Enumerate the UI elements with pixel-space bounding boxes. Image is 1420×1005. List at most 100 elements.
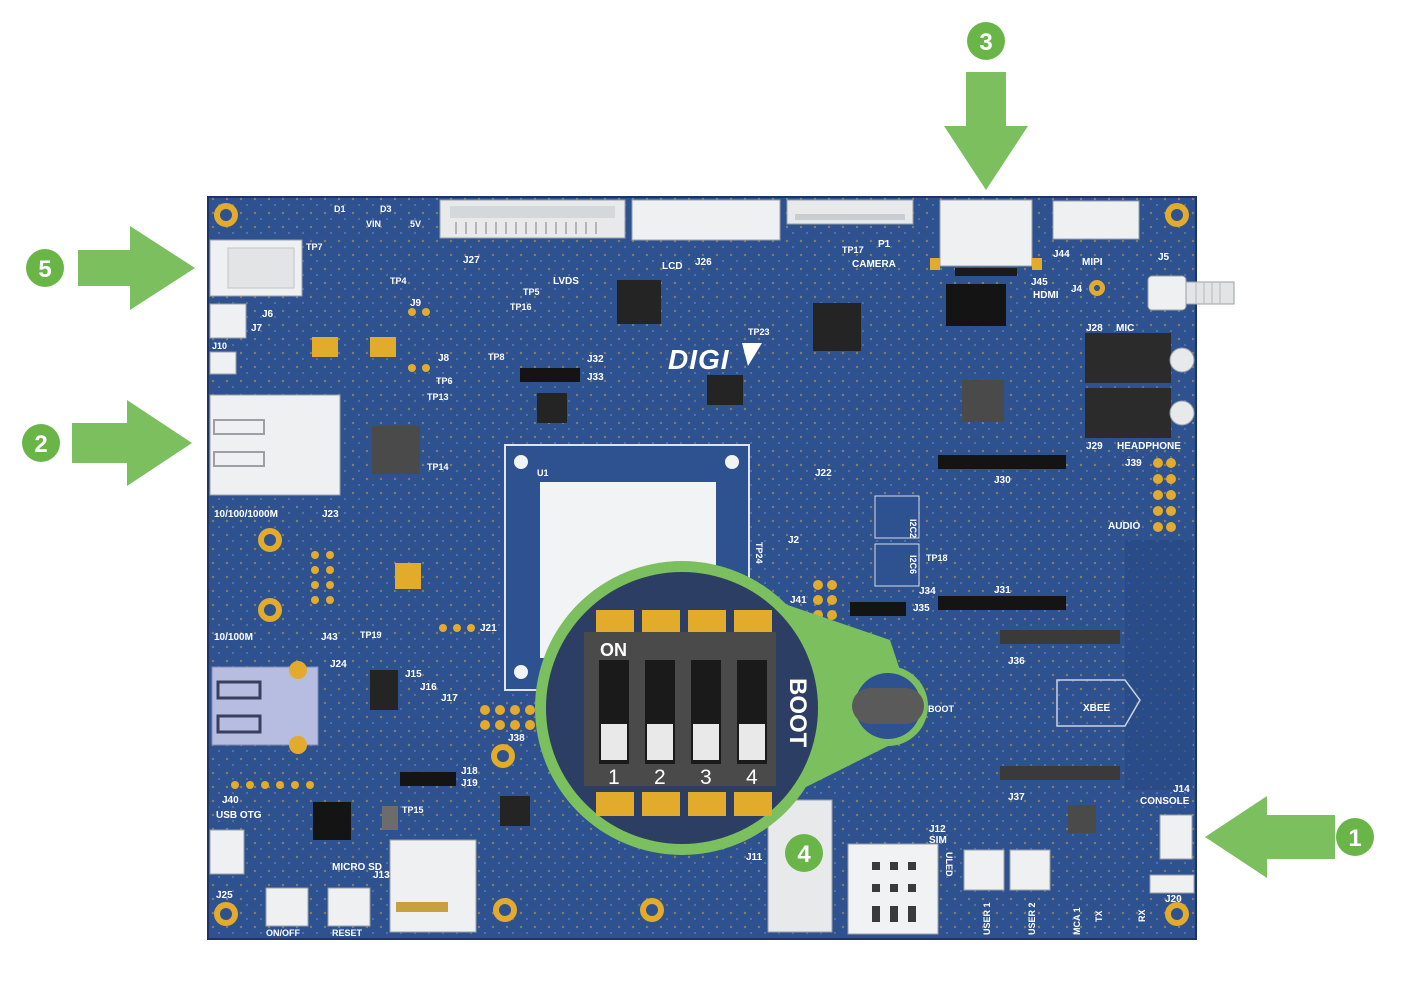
boot-switch-zoom: ON BOOT 1 2 3 4 (535, 561, 928, 855)
label-j12: J12 (929, 824, 946, 835)
label-j34: J34 (919, 586, 936, 597)
label-j26: J26 (695, 257, 712, 268)
label-tp17: TP17 (842, 245, 864, 255)
label-sim: SIM (929, 835, 947, 846)
callout-4: 4 (797, 841, 811, 868)
label-j45: J45 (1031, 277, 1048, 288)
label-j38: J38 (508, 733, 525, 744)
label-hdmi: HDMI (1033, 290, 1059, 301)
callout-3: 3 (979, 29, 992, 56)
label-j30: J30 (994, 475, 1011, 486)
label-j41: J41 (790, 595, 807, 606)
label-tp8: TP8 (488, 352, 505, 362)
label-j44: J44 (1053, 249, 1070, 260)
label-j39: J39 (1125, 458, 1142, 469)
boot-title: BOOT (784, 678, 811, 748)
digi-logo: DIGI (668, 344, 730, 375)
label-lvds: LVDS (553, 276, 579, 287)
callout-5: 5 (38, 256, 51, 283)
label-i2c6: I2C6 (908, 555, 918, 574)
label-j9: J9 (410, 298, 422, 309)
label-tp14: TP14 (427, 462, 449, 472)
label-j31: J31 (994, 585, 1011, 596)
label-j13: J13 (373, 870, 390, 881)
switch-number-2: 2 (654, 766, 666, 789)
label-user-2: USER 2 (1027, 902, 1037, 935)
label-j8: J8 (438, 353, 450, 364)
label-j22: J22 (815, 468, 832, 479)
label-d3: D3 (380, 204, 392, 214)
label-camera: CAMERA (852, 259, 896, 270)
label-j32: J32 (587, 354, 604, 365)
left-connectors (209, 239, 477, 933)
label-boot-pcb: BOOT (928, 704, 955, 714)
arrow-5 (78, 226, 195, 310)
label-console: CONSOLE (1140, 796, 1190, 807)
label-tp6: TP6 (436, 376, 453, 386)
label-j14: J14 (1173, 784, 1190, 795)
switch-number-3: 3 (700, 766, 712, 789)
label-j33: J33 (587, 372, 604, 383)
label-d1: D1 (334, 204, 346, 214)
label-tp5: TP5 (523, 287, 540, 297)
label-tp23: TP23 (748, 327, 770, 337)
label-j6: J6 (262, 309, 274, 320)
label-j5: J5 (1158, 252, 1170, 263)
mounting-holes (214, 203, 1189, 926)
switch-on-label: ON (600, 640, 627, 660)
label-j15: J15 (405, 669, 422, 680)
label-j21: J21 (480, 623, 497, 634)
callout-2: 2 (34, 431, 47, 458)
label-mic: MIC (1116, 323, 1134, 334)
label-xbee: XBEE (1083, 703, 1111, 714)
arrow-1 (1205, 796, 1335, 878)
label-i2c2: I2C2 (908, 519, 918, 538)
label-j36: J36 (1008, 656, 1025, 667)
label-j20: J20 (1165, 894, 1182, 905)
label-tp18: TP18 (926, 553, 948, 563)
callout-1: 1 (1348, 825, 1361, 852)
label-tp15: TP15 (402, 805, 424, 815)
label-audio: AUDIO (1108, 521, 1140, 532)
switch-number-1: 1 (608, 766, 620, 789)
label-lcd: LCD (662, 261, 683, 272)
switch-number-4: 4 (746, 766, 758, 789)
label-j29: J29 (1086, 441, 1103, 452)
label-j7: J7 (251, 323, 263, 334)
arrow-2 (72, 400, 192, 486)
label-j24: J24 (330, 659, 347, 670)
top-connectors (439, 199, 1235, 311)
label-tp13: TP13 (427, 392, 449, 402)
right-connectors (767, 333, 1195, 935)
arrows (72, 72, 1335, 878)
switch-pads (596, 610, 772, 816)
label-j40: J40 (222, 795, 239, 806)
label-j43: J43 (321, 632, 338, 643)
label-j35: J35 (913, 603, 930, 614)
label-mipi: MIPI (1082, 257, 1103, 268)
label-j10: J10 (212, 341, 227, 351)
label-headphone: HEADPHONE (1117, 441, 1181, 452)
label-j28: J28 (1086, 323, 1103, 334)
label-tp19: TP19 (360, 630, 382, 640)
label-vin: VIN (366, 219, 381, 229)
label-j19: J19 (461, 778, 478, 789)
label-tp24: TP24 (754, 542, 764, 564)
label-j18: J18 (461, 766, 478, 777)
label-rx: RX (1137, 909, 1147, 922)
label-5v: 5V (410, 219, 421, 229)
label-p1: P1 (878, 239, 891, 250)
label-j25: J25 (216, 890, 233, 901)
gold-pads (231, 308, 837, 789)
label-tx: TX (1094, 910, 1104, 922)
label-mca-1: MCA 1 (1072, 907, 1082, 935)
arrow-3 (944, 72, 1028, 190)
label-u1: U1 (537, 468, 549, 478)
label-tp4: TP4 (390, 276, 407, 286)
label-micro-sd: MICRO SD (332, 862, 382, 873)
label-10-100m: 10/100M (214, 632, 253, 643)
label-j23: J23 (322, 509, 339, 520)
label-usb-otg: USB OTG (216, 810, 262, 821)
label-tp7: TP7 (306, 242, 323, 252)
